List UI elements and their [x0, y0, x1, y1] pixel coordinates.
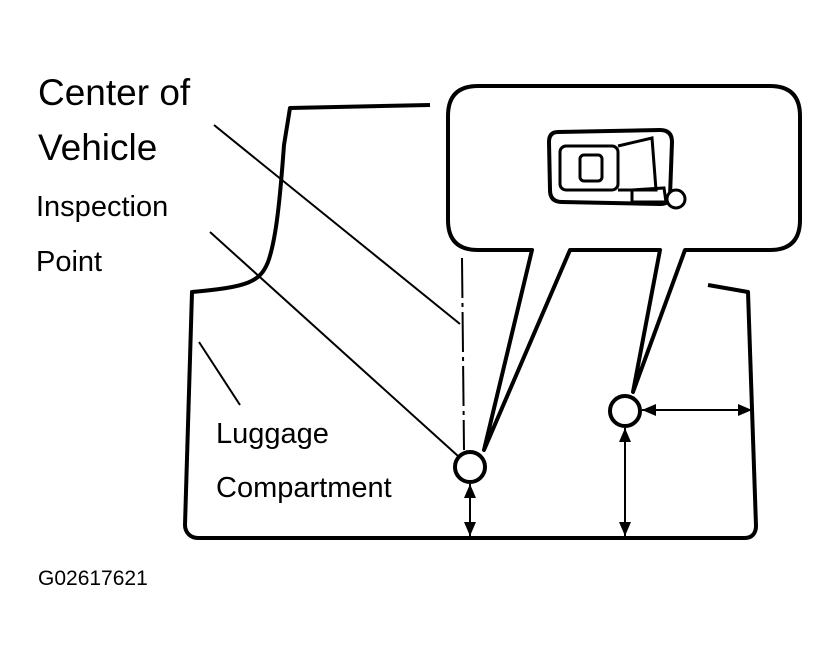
dimension-arrow-side-vertical	[619, 428, 631, 536]
label-luggage-compartment-line2: Compartment	[216, 472, 392, 504]
compartment-outline	[183, 103, 758, 540]
label-luggage-compartment-line1: Luggage	[216, 418, 329, 450]
dimension-arrow-center-vertical	[464, 484, 476, 536]
inspection-point-center	[453, 450, 487, 484]
inspection-point-side	[608, 394, 642, 428]
figure-code: G02617621	[38, 567, 148, 590]
center-of-vehicle-leader	[213, 124, 461, 325]
luggage-compartment-leader	[198, 341, 241, 406]
callout-bubble	[446, 84, 802, 452]
label-center-of-vehicle-line1: Center of	[38, 72, 191, 113]
key-fob-icon	[546, 127, 687, 210]
label-center-of-vehicle-line2: Vehicle	[38, 127, 158, 168]
inspection-point-leader	[209, 231, 459, 457]
vehicle-center-line	[461, 257, 465, 451]
label-inspection-point-line2: Point	[36, 246, 103, 278]
label-inspection-point-line1: Inspection	[36, 191, 169, 223]
dimension-arrow-side-horizontal	[642, 404, 752, 416]
